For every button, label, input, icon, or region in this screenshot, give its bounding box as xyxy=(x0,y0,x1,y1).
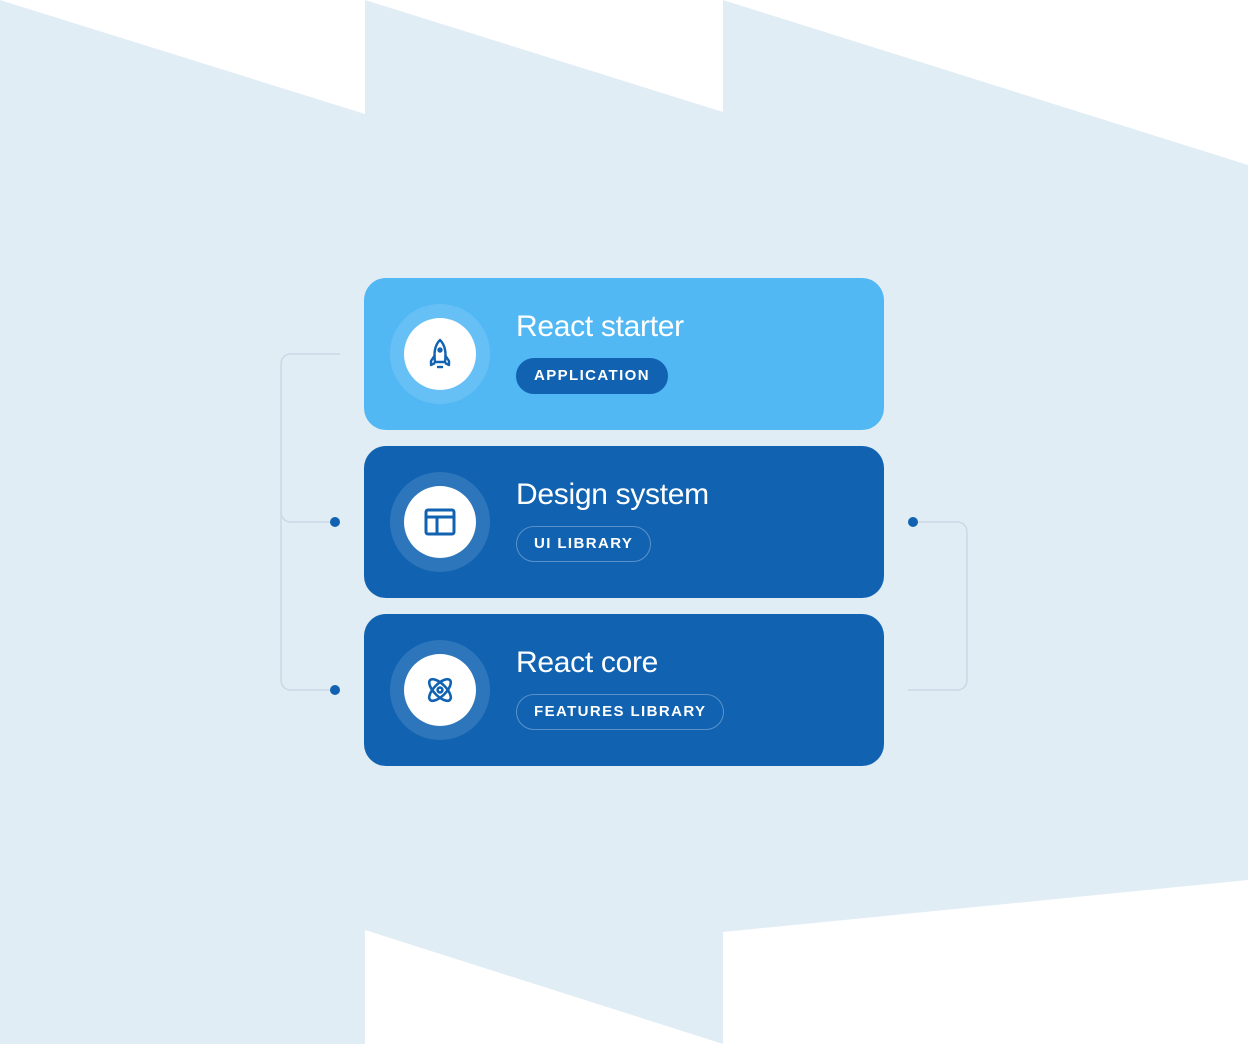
card-badge: UI LIBRARY xyxy=(516,526,652,562)
atom-icon xyxy=(404,654,476,726)
connector-dot xyxy=(330,685,340,695)
connector-lines xyxy=(280,353,968,691)
card-badge: APPLICATION xyxy=(516,358,668,394)
connector-dot xyxy=(330,517,340,527)
card-react-core[interactable]: React core FEATURES LIBRARY xyxy=(364,614,884,766)
card-design-system[interactable]: Design system UI LIBRARY xyxy=(364,446,884,598)
rocket-icon xyxy=(404,318,476,390)
card-title: React starter xyxy=(516,310,684,343)
card-badge: FEATURES LIBRARY xyxy=(516,694,725,730)
card-title: React core xyxy=(516,646,659,679)
card-react-starter[interactable]: React starter APPLICATION xyxy=(364,278,884,430)
card-title: Design system xyxy=(516,478,709,511)
layout-icon xyxy=(404,486,476,558)
connector-dot xyxy=(908,517,918,527)
